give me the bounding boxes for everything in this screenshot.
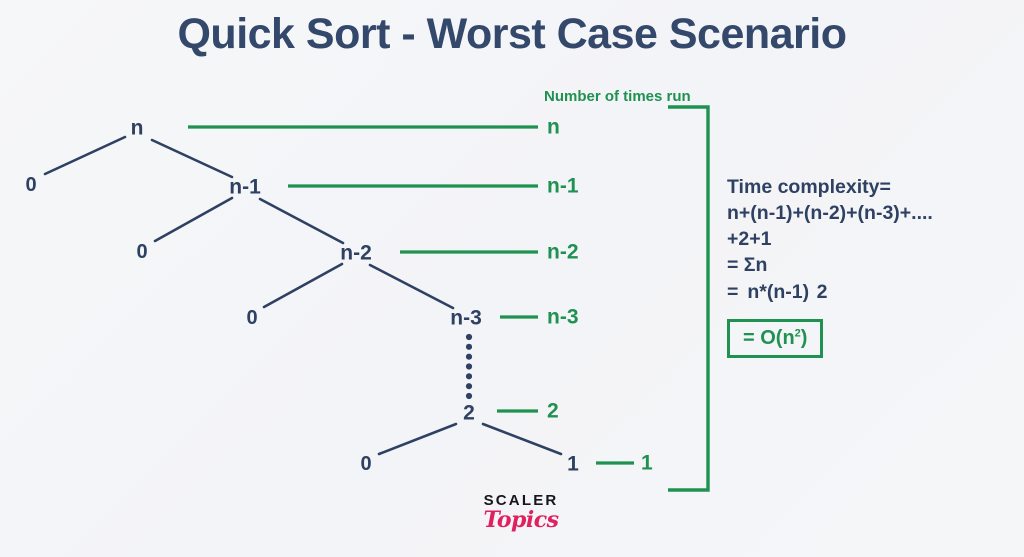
run-label-2: 2 [547, 399, 559, 423]
tree-node-n3: n-3 [450, 306, 482, 330]
formula-fraction-row: = n*(n-1) 2 [727, 279, 1017, 305]
run-label-1: 1 [641, 451, 653, 475]
tree-edge [153, 196, 234, 243]
tree-edge [262, 262, 344, 309]
tree-node-1: 1 [567, 452, 579, 476]
formula-series-tail: +2+1 [727, 228, 772, 250]
ellipsis-dot [465, 343, 473, 350]
tree-edge [258, 197, 345, 245]
ellipsis-dot [465, 333, 473, 341]
ellipsis-dot [465, 353, 473, 360]
tree-node-0: 0 [25, 174, 37, 196]
formula-heading: Time complexity= [727, 176, 891, 198]
tree-node-n: n [130, 116, 144, 140]
tree-edge [368, 263, 455, 310]
summation-bracket [668, 105, 710, 492]
big-o-exponent: 2 [794, 327, 801, 340]
formula-fraction-equals: = [727, 281, 739, 303]
tree-edge [377, 422, 458, 456]
big-o-result-text: = O(n [743, 327, 795, 349]
run-label-n1: n-1 [547, 174, 579, 198]
tree-node-n1: n-1 [229, 175, 261, 199]
big-o-result-tail: ) [800, 327, 808, 349]
ellipsis-dot [465, 373, 473, 380]
tree-edge [481, 422, 563, 456]
tree-node-2: 2 [463, 401, 475, 425]
logo-brand: SCALER [483, 492, 559, 509]
ellipsis-dot [465, 392, 473, 400]
time-complexity-block: Time complexity= n+(n-1)+(n-2)+(n-3)+...… [727, 174, 1017, 358]
big-o-result-box: = O(n2) [727, 319, 824, 358]
fraction-denominator: 2 [816, 281, 828, 303]
logo-sub: Topics [483, 507, 559, 533]
tree-node-n2: n-2 [340, 241, 372, 265]
fraction-numerator: n*(n-1) [747, 281, 810, 303]
tree-node-0: 0 [246, 307, 258, 329]
run-label-n3: n-3 [547, 305, 579, 329]
run-label-n2: n-2 [547, 240, 579, 264]
page-title: Quick Sort - Worst Case Scenario [177, 10, 847, 58]
tree-edge [150, 138, 234, 179]
scaler-topics-logo: SCALER Topics [478, 493, 564, 531]
run-label-n: n [547, 115, 560, 139]
tree-edge [43, 135, 127, 176]
number-of-times-run-caption: Number of times run [544, 88, 691, 105]
ellipsis-dot [465, 363, 473, 370]
tree-node-0: 0 [136, 241, 148, 263]
tree-node-0: 0 [360, 453, 372, 475]
formula-fraction: n*(n-1) 2 [745, 279, 827, 305]
formula-summation: = Σn [727, 254, 768, 276]
formula-series: n+(n-1)+(n-2)+(n-3)+.... [727, 202, 933, 224]
ellipsis-dot [465, 383, 473, 390]
